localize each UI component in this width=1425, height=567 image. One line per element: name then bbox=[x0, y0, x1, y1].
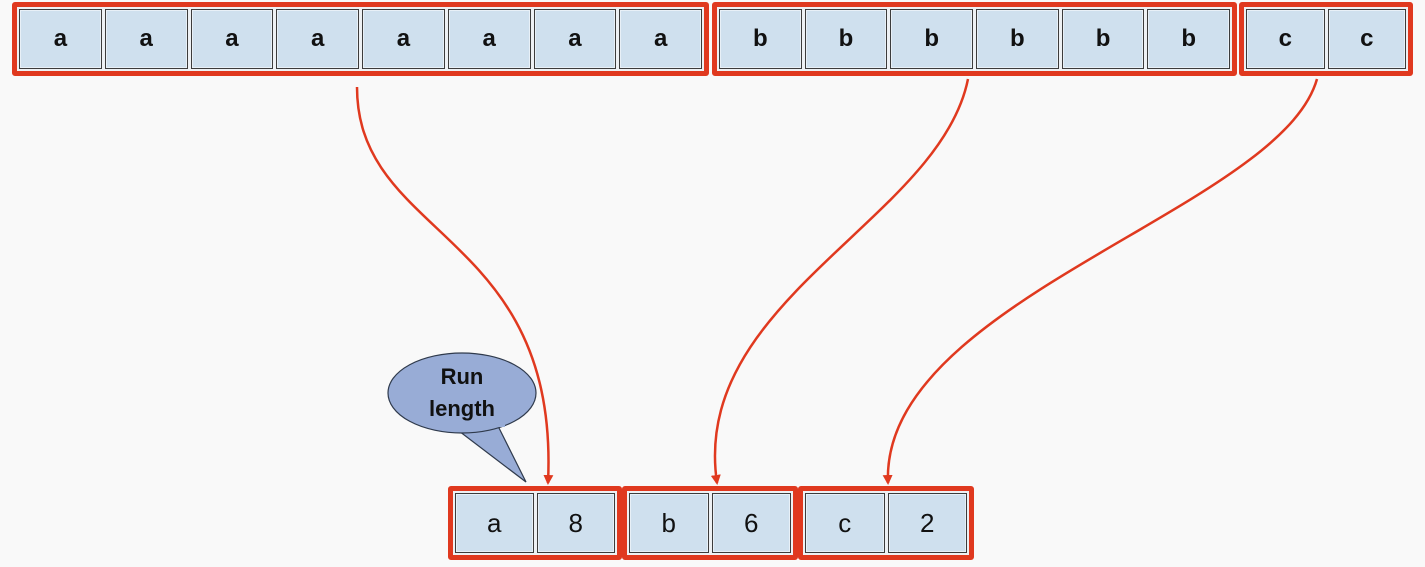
output-pair-b: b 6 bbox=[622, 486, 798, 560]
input-cell: a bbox=[362, 9, 445, 69]
output-pair-c: c 2 bbox=[798, 486, 974, 560]
input-cell: a bbox=[447, 9, 531, 69]
output-symbol: c bbox=[805, 493, 885, 553]
input-run-a: a a a a a a a a bbox=[12, 2, 709, 76]
input-cell: a bbox=[19, 9, 102, 69]
callout-pointer bbox=[453, 423, 527, 483]
input-cell: a bbox=[533, 9, 617, 69]
output-pair-a: a 8 bbox=[448, 486, 622, 560]
input-cell: b bbox=[719, 9, 802, 69]
output-symbol: b bbox=[629, 493, 709, 553]
arrow-run-b bbox=[710, 78, 970, 485]
input-run-c: c c bbox=[1239, 2, 1413, 76]
input-run-b: b b b b b b bbox=[712, 2, 1237, 76]
output-count: 2 bbox=[887, 493, 967, 553]
output-count: 8 bbox=[536, 493, 615, 553]
callout-line-1: Run bbox=[440, 364, 484, 389]
output-count: 6 bbox=[711, 493, 791, 553]
output-symbol: a bbox=[455, 493, 534, 553]
arrow-run-c bbox=[882, 78, 1319, 485]
input-cell: b bbox=[890, 9, 974, 69]
input-cell: c bbox=[1246, 9, 1325, 69]
input-cell: b bbox=[804, 9, 888, 69]
input-cell: c bbox=[1327, 9, 1406, 69]
input-cell: a bbox=[619, 9, 702, 69]
input-cell: a bbox=[276, 9, 359, 69]
input-cell: a bbox=[190, 9, 274, 69]
callout-text: Run length bbox=[388, 355, 536, 431]
input-cell: b bbox=[976, 9, 1059, 69]
callout-line-2: length bbox=[429, 396, 495, 421]
input-cell: b bbox=[1147, 9, 1231, 69]
input-cell: b bbox=[1061, 9, 1145, 69]
input-cell: a bbox=[104, 9, 188, 69]
